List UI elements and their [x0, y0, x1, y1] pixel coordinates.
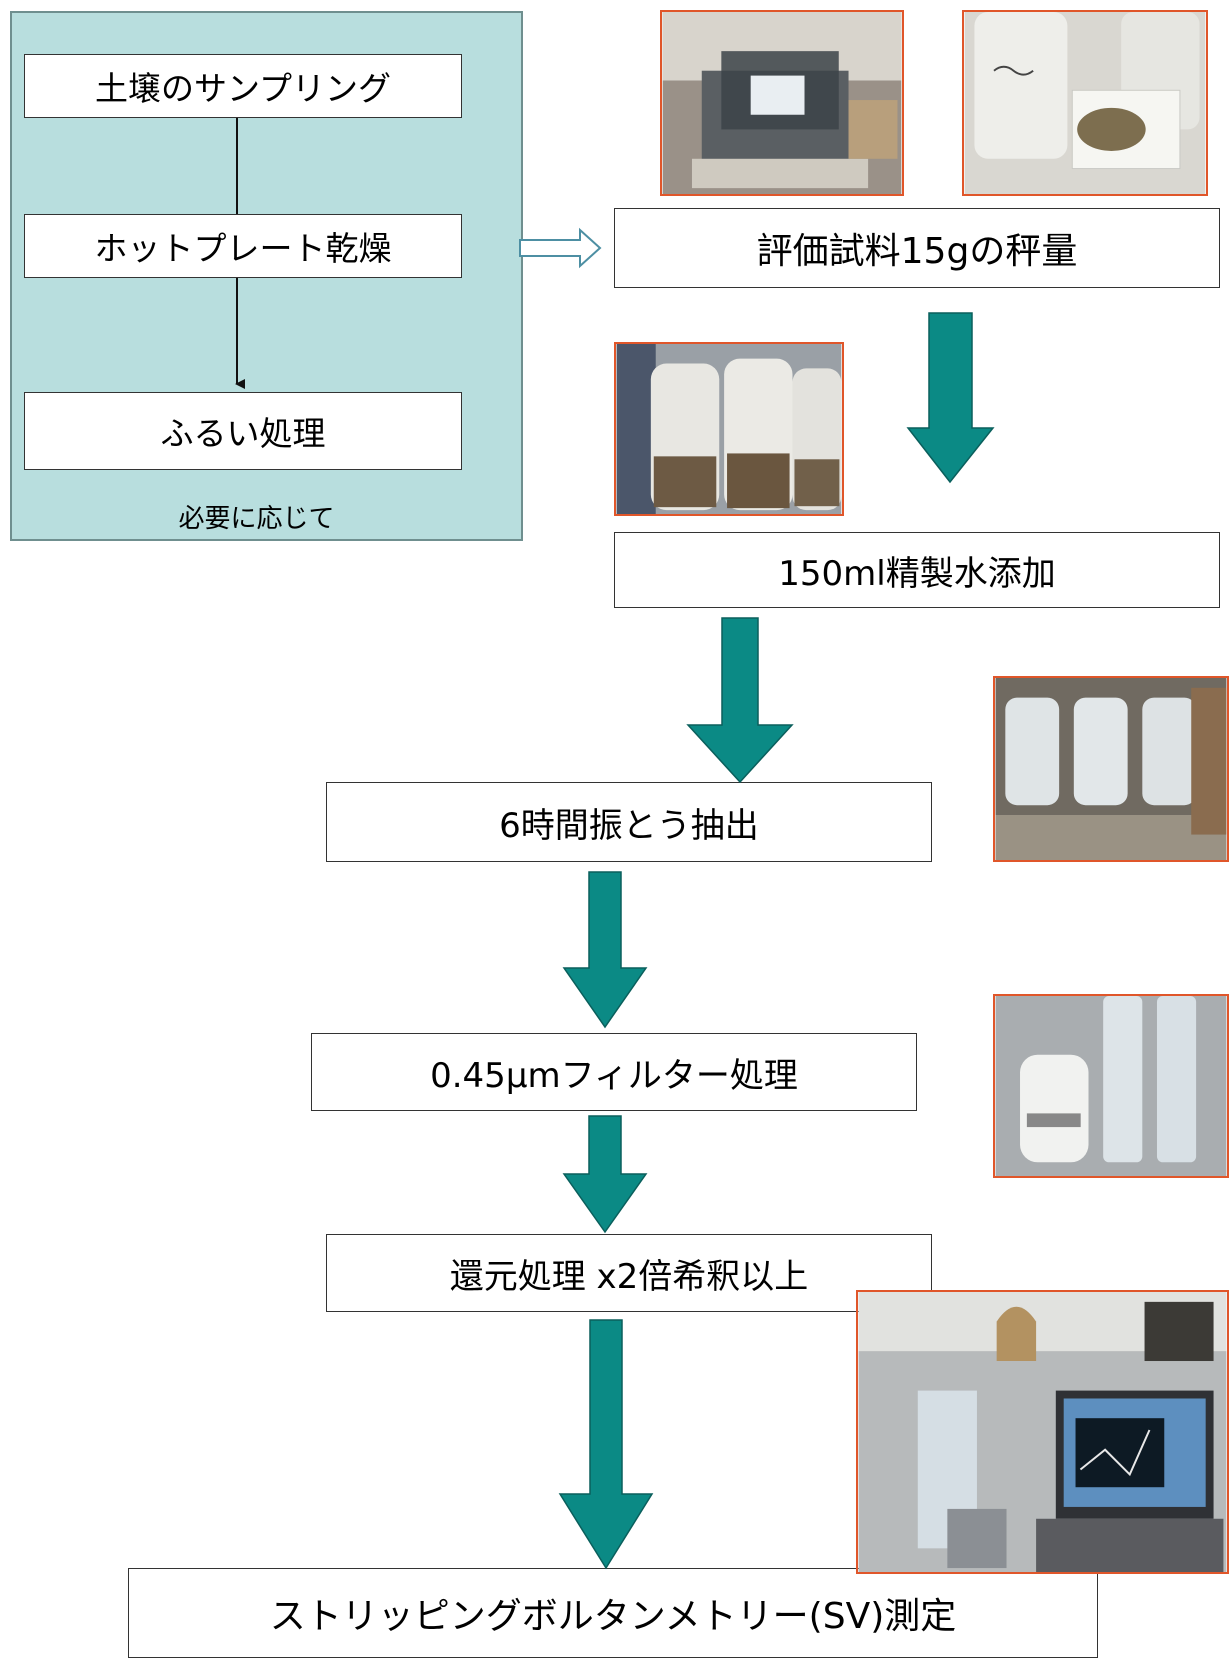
step-sv-measurement: ストリッピングボルタンメトリー(SV)測定 — [128, 1568, 1098, 1658]
hollow-right-arrow — [519, 227, 602, 269]
soil-sample-photo — [962, 10, 1208, 196]
step-filter: 0.45μmフィルター処理 — [311, 1033, 917, 1111]
step-weigh-sample: 評価試料15gの秤量 — [614, 208, 1220, 288]
teal-arrow-4 — [562, 1115, 648, 1234]
teal-arrow-5 — [558, 1319, 654, 1570]
bottles-water-photo — [614, 342, 844, 516]
step-shaking-extraction: 6時間振とう抽出 — [326, 782, 932, 862]
teal-arrow-2 — [686, 617, 794, 784]
step-sieving: ふるい処理 — [24, 392, 462, 470]
teal-arrow-3 — [562, 871, 648, 1029]
filter-vials-photo — [993, 994, 1229, 1178]
shaker-photo — [993, 676, 1229, 862]
teal-arrow-1 — [906, 312, 995, 484]
sv-instrument-photo — [856, 1290, 1229, 1574]
balance-photo — [660, 10, 904, 196]
step-hotplate-drying: ホットプレート乾燥 — [24, 214, 462, 278]
note-as-needed: 必要に応じて — [178, 504, 335, 534]
step-reduction-dilution: 還元処理 x2倍希釈以上 — [326, 1234, 932, 1312]
step-soil-sampling: 土壌のサンプリング — [24, 54, 462, 118]
step-add-water: 150ml精製水添加 — [614, 532, 1220, 608]
